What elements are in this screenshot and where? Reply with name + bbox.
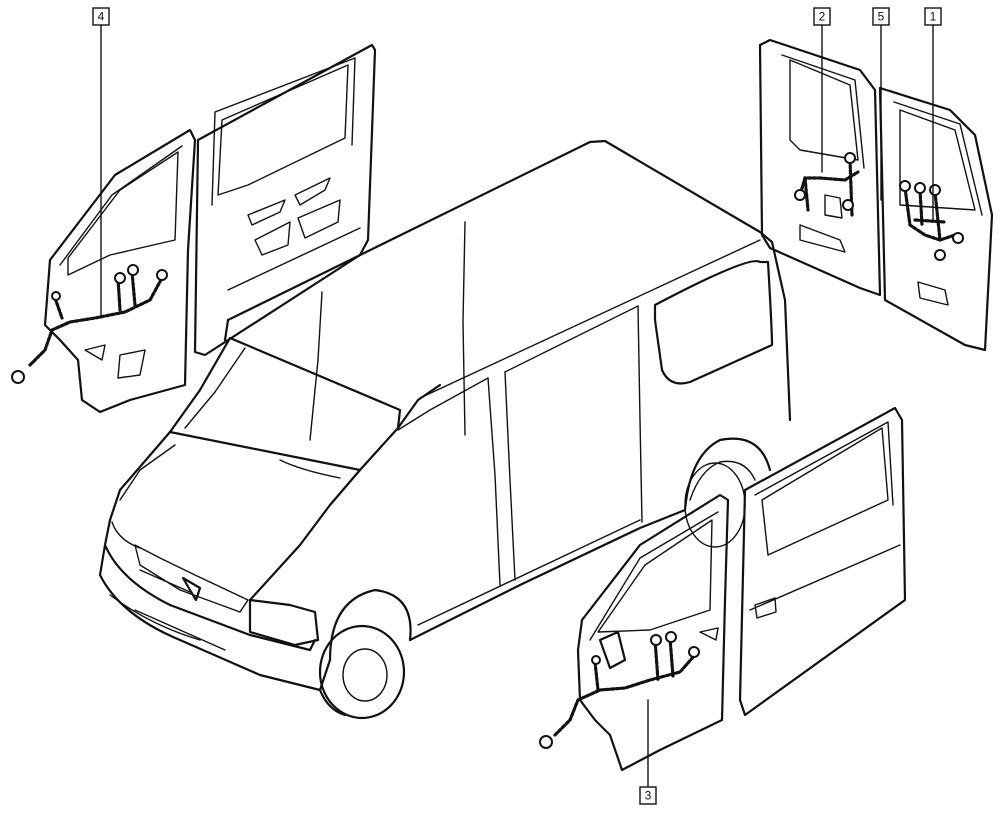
connector-icon [114,272,126,284]
connector-icon [156,269,168,281]
right-sliding-door [738,406,907,717]
callout-1: 1 [924,7,942,26]
callout-4-label: 4 [98,10,105,24]
connector-icon [539,735,553,749]
rear-left-door [758,38,882,297]
callout-2: 2 [813,7,831,26]
connector-icon [842,199,854,211]
callout-5-label: 5 [878,10,885,24]
front-left-door-harness [11,264,168,384]
connector-icon [899,180,911,192]
connector-icon [665,631,677,643]
van-body [98,139,792,720]
left-sliding-door [193,43,377,357]
callout-2-label: 2 [819,10,826,24]
connector-icon [952,232,964,244]
connector-icon [794,189,806,201]
callout-1-label: 1 [930,10,937,24]
callout-4: 4 [92,7,110,26]
front-right-door-harness [539,631,700,749]
rear-door-harness [794,152,964,261]
front-left-door [43,128,197,414]
connector-icon [51,291,61,301]
connector-icon [844,152,856,164]
connector-icon [934,249,946,261]
connector-icon [127,264,139,276]
callout-3-label: 3 [645,789,652,803]
connector-icon [688,646,700,658]
connector-icon [914,182,926,194]
rear-right-door [878,86,994,352]
connector-icon [929,184,941,196]
connector-icon [650,634,662,646]
leader-lines [100,24,934,788]
connector-icon [11,370,25,384]
connector-icon [591,655,601,665]
front-right-door [576,493,730,772]
callout-3: 3 [639,786,657,805]
callout-5: 5 [872,7,890,26]
